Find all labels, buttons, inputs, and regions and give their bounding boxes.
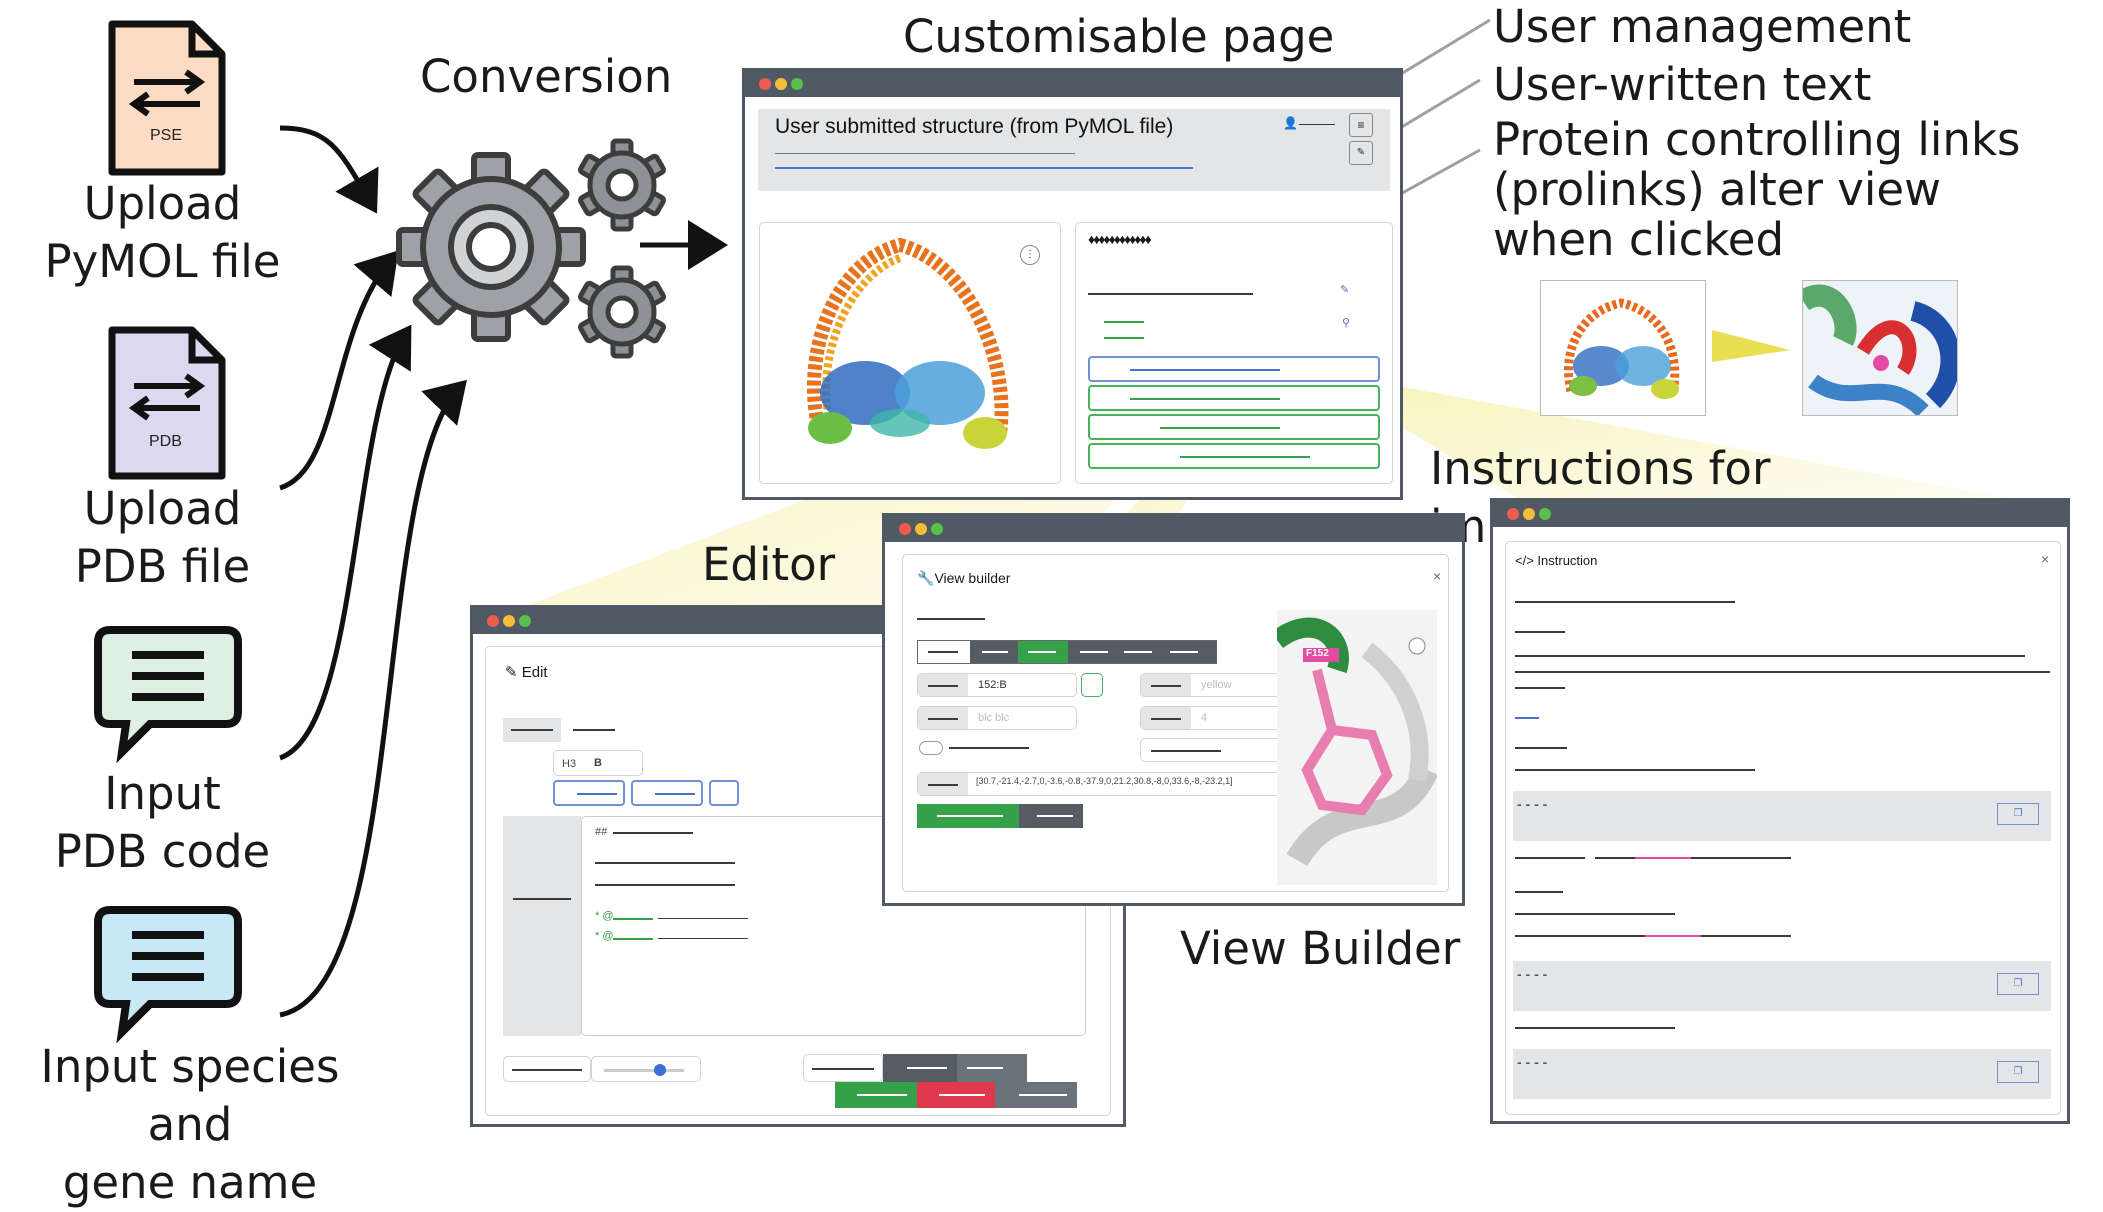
page-title: User submitted structure (from PyMOL fil… [775,115,1174,138]
view-builder-header: 🔧View builder [917,570,1011,586]
copy-icon[interactable]: ❐ [1997,803,2039,825]
close-icon[interactable]: × [2041,551,2050,567]
code-block: - - - - ❐ [1513,961,2051,1011]
number-field[interactable]: 4 [1140,706,1300,730]
wrench-icon: 🔧 [917,570,935,586]
prolink-row[interactable] [1088,385,1380,411]
label-field[interactable]: blc blc [917,706,1077,730]
title-bar [745,71,1400,97]
prolink-row[interactable] [1088,414,1380,440]
chat-bubble-icon-code [94,626,242,764]
dropdown-select[interactable] [1140,738,1300,762]
exit-button[interactable] [1019,804,1083,828]
title-bar [885,516,1462,542]
view-matrix-field[interactable]: [30.7,-21.4,-2.7,0,-3.6,-0.8,-37.9,0,21.… [917,772,1301,796]
annotation-user-management: User management [1493,0,1912,53]
code-icon: </> [1515,553,1538,568]
residue-label: F152 [1306,648,1329,659]
next-button[interactable] [957,1054,1027,1082]
file-badge-pdb: PDB [149,433,182,450]
chat-bubble-icon-species [94,906,242,1044]
close-icon[interactable]: × [1433,568,1442,584]
notes-panel: ♦♦♦♦♦♦♦♦♦♦♦♦ ✎ ⚲ [1075,222,1393,484]
callout-instructions [1310,370,2020,500]
selection-picker-button[interactable] [1081,673,1103,697]
customisable-page-window: User submitted structure (from PyMOL fil… [742,68,1403,500]
page-header [758,109,1390,191]
copy-icon[interactable]: ❐ [1997,973,2039,995]
editor-header: ✎ Edit [505,664,548,681]
callout-prolink [1712,330,1790,362]
code-block: - - - - ❐ [1513,791,2051,841]
editor-option[interactable] [803,1054,883,1082]
prolink-row[interactable] [1088,356,1380,382]
instruction-header: </> Instruction [1515,553,1598,568]
size-slider[interactable] [591,1056,701,1082]
pencil-icon[interactable]: ✎ [1340,284,1350,296]
prolink-after-thumbnail [1802,280,1958,416]
prolink-tool-button[interactable] [631,780,703,806]
code-block: - - - - ❐ [1513,1049,2051,1099]
markdown-toolbar: H3 B [553,750,643,776]
viewer-options-icon[interactable]: ⋮ [1020,245,1040,265]
pencil-icon: ✎ [505,664,522,681]
residue-view[interactable]: F152 [1277,610,1437,885]
annotation-prolinks: Protein controlling links (prolinks) alt… [1493,113,2021,266]
file-icon-pse [108,20,226,176]
editor-label: Editor [702,538,836,591]
conversion-label: Conversion [420,50,673,103]
copy-icon[interactable]: ❐ [1997,1061,2039,1083]
save-button[interactable] [835,1082,917,1108]
customisable-page-label: Customisable page [903,10,1335,63]
molecule-viewer[interactable]: ⋮ [759,222,1061,484]
gear-icon-large [396,152,586,342]
toggle-switch[interactable] [919,741,943,755]
prolink-before-thumbnail [1540,280,1706,416]
toolbar-bold[interactable]: B [594,757,602,769]
selection-field[interactable]: 152:B [917,673,1077,697]
file-badge-pse: PSE [150,127,183,144]
prev-button[interactable] [883,1054,957,1082]
instruction-window: </> Instruction × - - - - ❐ - - - - ❐ - … [1490,498,2070,1124]
add-view-button[interactable] [917,804,1019,828]
lock-icon[interactable]: ⚲ [1342,317,1351,329]
view-builder-label: View Builder [1180,922,1461,975]
representation-tabs[interactable] [917,640,1217,664]
editor-gutter [503,816,581,1036]
gear-icon-small-top [577,138,667,232]
annotation-user-written-text: User-written text [1493,58,1872,111]
user-icon[interactable]: 👤 [1283,116,1298,130]
notes-heading: ♦♦♦♦♦♦♦♦♦♦♦♦ [1088,231,1152,247]
md-bullet: * @ [595,930,614,942]
delete-button[interactable] [917,1082,995,1108]
view-builder-window: 🔧View builder × 152:B blc blc yellow 4 [882,513,1465,906]
exit-button[interactable] [995,1082,1077,1108]
editor-select[interactable] [503,1056,591,1082]
toolbar-h3[interactable]: H3 [562,758,577,770]
color-field[interactable]: yellow [1140,673,1300,697]
gear-icon-small-bottom [577,265,667,359]
prolink-tool-button[interactable] [553,780,625,806]
md-bullet: * @ [595,910,614,922]
edit-page-icon[interactable]: ✎ [1349,141,1373,165]
md-heading: ## [595,826,608,838]
file-icon-pdb [108,326,226,480]
prolink-row[interactable] [1088,443,1380,469]
prolink-tool-button[interactable] [709,780,739,806]
menu-icon[interactable]: ≡ [1349,113,1373,137]
title-bar [1493,501,2067,527]
